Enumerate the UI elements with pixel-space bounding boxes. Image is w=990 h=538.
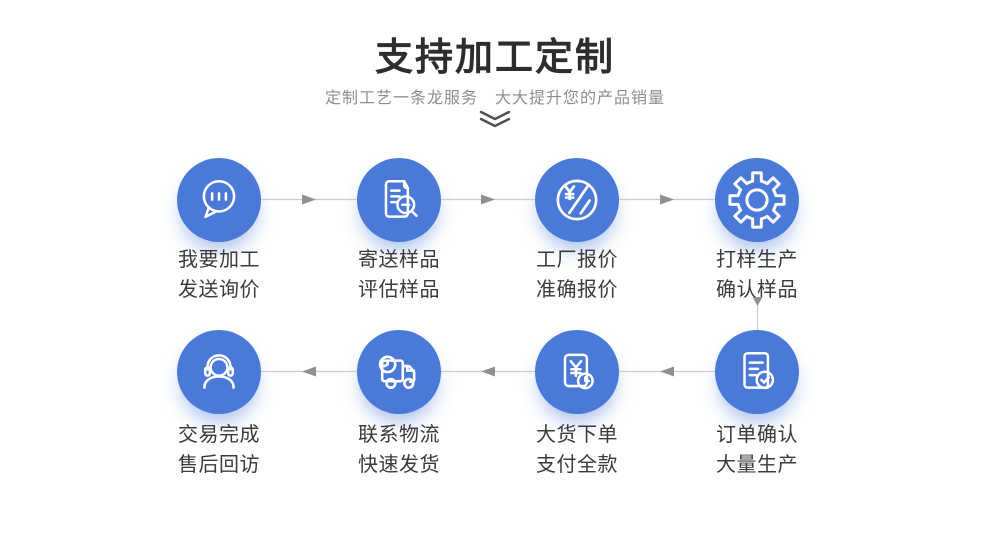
gear-icon (728, 171, 786, 229)
step-circle-sampling (715, 158, 799, 242)
step-label-deal-complete: 交易完成 售后回访 (129, 420, 309, 480)
arrow-right-connector (619, 193, 715, 211)
step-label-line: 打样生产 (716, 249, 798, 271)
step-label-line: 寄送样品 (358, 249, 440, 271)
order-check-icon (743, 352, 775, 390)
step-label-line: 交易完成 (178, 424, 260, 446)
headset-service-icon (203, 354, 235, 389)
step-label-line: 快速发货 (358, 454, 440, 476)
step-label-logistics: 联系物流 快速发货 (309, 420, 489, 480)
arrow-down-connector (751, 296, 764, 335)
step-circle-logistics (357, 330, 441, 414)
step-label-line: 联系物流 (358, 424, 440, 446)
step-label-line: 支付全款 (536, 454, 618, 476)
step-label-send-sample: 寄送样品 评估样品 (309, 245, 489, 305)
step-label-line: 评估样品 (358, 279, 440, 301)
step-label-bulk-order: 大货下单 支付全款 (487, 420, 667, 480)
step-label-line: 准确报价 (536, 279, 618, 301)
document-magnifier-icon (384, 180, 418, 218)
step-label-line: 大货下单 (536, 424, 618, 446)
page-subtitle: 定制工艺一条龙服务 大大提升您的产品销量 (324, 90, 665, 107)
arrow-right-connector (261, 193, 357, 211)
step-label-line: 发送询价 (178, 279, 260, 301)
step-label-line: 大量生产 (716, 454, 798, 476)
truck-clock-icon (378, 355, 416, 390)
step-circle-send-sample (357, 158, 441, 242)
step-circle-inquiry (177, 158, 261, 242)
arrow-left-connector (441, 365, 535, 383)
step-label-order-confirm: 订单确认 大量生产 (667, 420, 847, 480)
payment-clock-icon (563, 353, 594, 390)
step-circle-factory-quote (535, 158, 619, 242)
page-title: 支持加工定制 (374, 37, 615, 79)
step-label-line: 确认样品 (716, 279, 798, 301)
step-label-factory-quote: 工厂报价 准确报价 (487, 245, 667, 305)
chat-bubble-icon (202, 180, 236, 219)
step-circle-bulk-order (535, 330, 619, 414)
step-circle-order-confirm (715, 330, 799, 414)
arrow-left-connector (619, 365, 715, 383)
step-label-line: 工厂报价 (536, 249, 618, 271)
step-circle-deal-complete (177, 330, 261, 414)
arrow-right-connector (441, 193, 535, 211)
step-label-line: 我要加工 (178, 249, 260, 271)
arrow-left-connector (261, 365, 357, 383)
double-chevron-down-icon (478, 110, 512, 133)
step-label-line: 售后回访 (178, 454, 260, 476)
step-label-inquiry: 我要加工 发送询价 (129, 245, 309, 305)
price-slash-icon (556, 179, 598, 221)
step-label-sampling: 打样生产 确认样品 (667, 245, 847, 305)
step-label-line: 订单确认 (716, 424, 798, 446)
